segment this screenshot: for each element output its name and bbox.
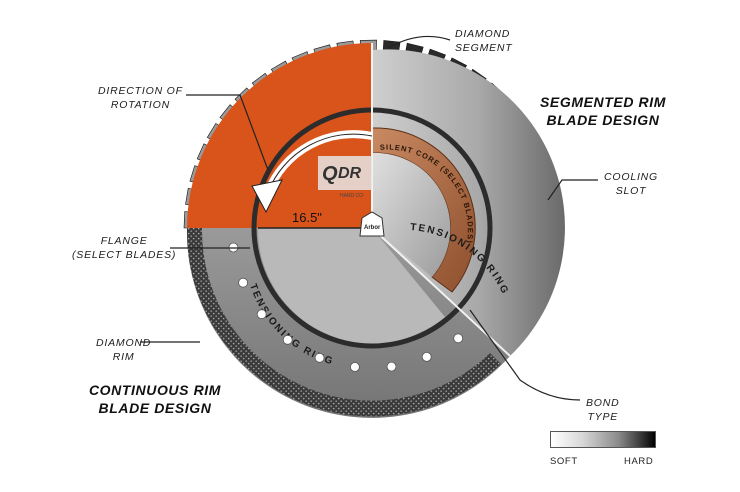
callout-cooling-line2: SLOT (615, 185, 647, 197)
heading-continuous-line2: BLADE DESIGN (98, 400, 212, 416)
arbor-label: Arbor (364, 225, 381, 231)
cooling-hole (386, 361, 397, 372)
cooling-hole (238, 277, 249, 288)
callout-flange: FLANGE (SELECT BLADES) (72, 234, 176, 262)
logo-text: DR (338, 165, 362, 182)
callout-diamond-rim-line1: DIAMOND (96, 337, 152, 349)
cooling-hole (421, 351, 432, 362)
leader-bond-type (469, 309, 581, 401)
leader-diamond-segment (387, 35, 451, 49)
cooling-holes (228, 242, 464, 372)
callout-diamond-rim-line2: RIM (112, 351, 135, 363)
callout-cooling-line1: COOLING (604, 171, 659, 183)
callout-cooling-slot: COOLING SLOT (604, 170, 658, 198)
inner-core (372, 152, 451, 277)
callout-flange-line2: (SELECT BLADES) (72, 249, 177, 261)
callout-diamond-segment-line1: DIAMOND (455, 28, 511, 40)
callout-diamond-segment: DIAMOND SEGMENT (455, 27, 513, 55)
logo-initial: Q (322, 163, 338, 185)
heading-continuous: CONTINUOUS RIM BLADE DESIGN (70, 381, 240, 417)
cooling-hole (256, 309, 267, 320)
callout-direction-line2: ROTATION (110, 99, 170, 111)
callout-diamond-rim: DIAMOND RIM (96, 336, 151, 364)
heading-continuous-line1: CONTINUOUS RIM (88, 382, 222, 398)
diamond-rim (186, 228, 501, 417)
rotation-arrow-outline (267, 133, 373, 193)
cooling-hole (453, 333, 464, 344)
logo-box (318, 156, 372, 190)
legend-hard-label: HARD (624, 456, 654, 467)
callout-flange-line1: FLANGE (100, 235, 148, 247)
heading-segmented-line1: SEGMENTED RIM (539, 94, 667, 110)
callout-bond-type-line1: BOND (586, 397, 620, 409)
legend-soft-label: SOFT (550, 456, 578, 467)
leader-cooling-slot (547, 179, 598, 201)
diameter-label: 16.5" (292, 210, 322, 225)
callout-bond-type: BOND TYPE (586, 396, 620, 424)
rotation-arrowhead (251, 179, 283, 214)
cooling-hole (349, 362, 360, 372)
callout-direction-of-rotation: DIRECTION OF ROTATION (98, 84, 183, 112)
cooling-hole (282, 334, 293, 345)
logo-subtext: HARD CO (340, 193, 363, 199)
callout-bond-type-line2: TYPE (587, 411, 619, 423)
arbor-hole (359, 211, 385, 237)
heading-segmented: SEGMENTED RIM BLADE DESIGN (528, 93, 678, 129)
heading-segmented-line2: BLADE DESIGN (546, 112, 660, 128)
cooling-hole (314, 352, 325, 363)
bond-gradient-bar (550, 431, 656, 448)
flange-plate (257, 228, 445, 344)
leader-direction (186, 94, 269, 171)
callout-diamond-segment-line2: SEGMENT (455, 42, 513, 54)
leader-lines (140, 35, 598, 401)
callout-direction-line1: DIRECTION OF (98, 85, 183, 97)
